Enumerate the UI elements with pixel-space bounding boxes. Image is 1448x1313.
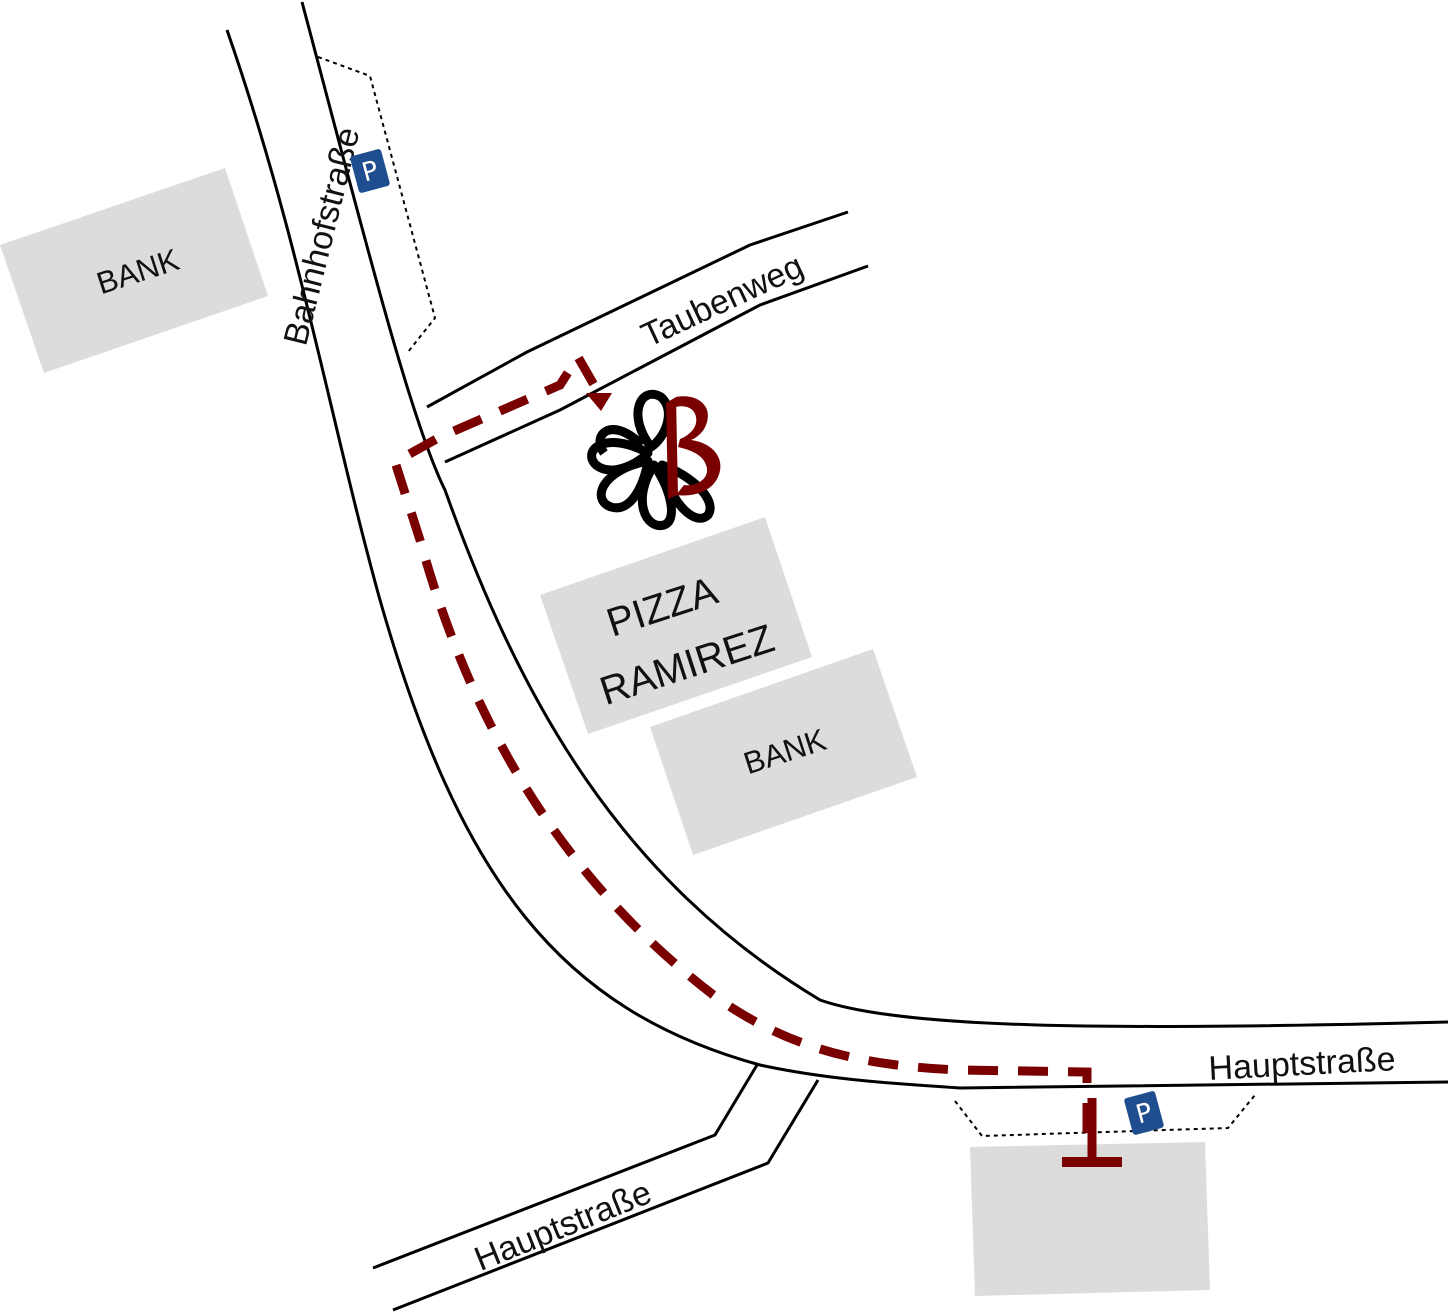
street-label-hauptstrasse-east: Hauptstraße bbox=[1208, 1040, 1397, 1088]
parking-icon: P bbox=[350, 149, 390, 193]
road-edge-hauptstrasse-south-west bbox=[372, 1064, 759, 1270]
parking-icon: P bbox=[1124, 1091, 1164, 1135]
route-end-marker-icon bbox=[1062, 1098, 1122, 1167]
route-arrow-icon bbox=[586, 393, 612, 411]
street-label-taubenweg: Taubenweg bbox=[636, 247, 810, 355]
road-edge-bahnhofstrasse-inner bbox=[300, 1, 1448, 1029]
building-bank-west: BANK bbox=[0, 168, 268, 373]
flower-logo-icon bbox=[587, 390, 721, 530]
road-edge-taubenweg-south bbox=[444, 264, 869, 464]
street-label-hauptstrasse-south: Hauptstraße bbox=[469, 1173, 657, 1278]
road-network bbox=[225, 1, 1448, 1312]
road-edge-bahnhofstrasse-outer bbox=[225, 29, 1448, 1090]
parking-area-south bbox=[954, 1094, 1256, 1138]
route-path bbox=[389, 348, 1122, 1167]
parking-area-north bbox=[317, 56, 437, 353]
route-main bbox=[389, 348, 1092, 1133]
parking-north-label: P bbox=[359, 155, 382, 188]
parking-south-label: P bbox=[1133, 1097, 1156, 1130]
road-edge-taubenweg-north bbox=[426, 210, 849, 409]
road-edge-hauptstrasse-south-east bbox=[392, 1079, 820, 1312]
building-destination bbox=[970, 1142, 1210, 1296]
building-bank-east: BANK bbox=[650, 649, 917, 855]
